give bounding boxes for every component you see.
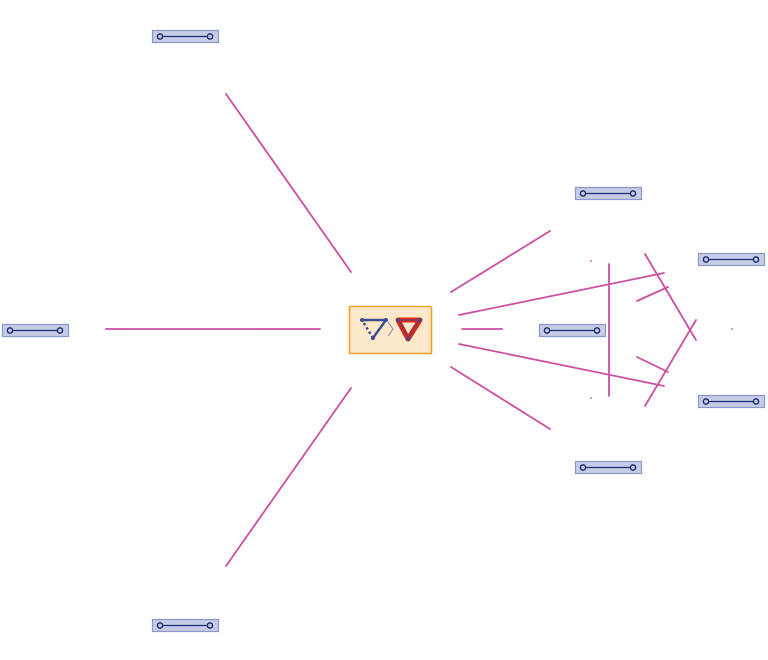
dots — [590, 260, 733, 399]
connector-line — [644, 319, 697, 407]
connector-line — [225, 93, 352, 273]
leaf-node[interactable] — [697, 252, 766, 267]
edge-segment-icon — [579, 464, 637, 471]
leaf-node[interactable] — [151, 29, 220, 44]
edges — [105, 93, 697, 567]
connector-line — [636, 286, 669, 302]
connector-line — [458, 272, 665, 316]
leaf-node[interactable] — [574, 460, 643, 475]
edge-segment-icon — [156, 33, 214, 40]
vertex-icon — [406, 337, 410, 341]
dot-marker — [590, 260, 592, 262]
center-node[interactable] — [348, 305, 433, 355]
vertex-icon — [418, 318, 422, 322]
leaf-node[interactable] — [697, 394, 766, 409]
connector-line — [458, 343, 665, 387]
edge-segment-icon — [543, 327, 601, 334]
vertex-icon — [360, 318, 364, 322]
edge-segment-icon — [702, 256, 760, 263]
center-node-box — [348, 305, 433, 355]
triangle-edge-icon — [360, 319, 375, 339]
connector-line — [225, 387, 352, 567]
leaf-node[interactable] — [538, 323, 607, 338]
dot-marker — [590, 397, 592, 399]
leaf-node[interactable] — [151, 618, 220, 633]
connector-line — [644, 253, 697, 341]
connector-line — [450, 366, 551, 430]
dot-marker — [731, 328, 733, 330]
leaf-node[interactable] — [1, 323, 70, 338]
edge-segment-icon — [156, 622, 214, 629]
thick-triangle-inner-icon — [398, 319, 420, 339]
graph-thickening-icon — [360, 317, 423, 342]
edge-segment-icon — [579, 190, 637, 197]
chevron-right-icon — [387, 321, 394, 337]
edge-segment-icon — [702, 398, 760, 405]
vertex-icon — [396, 318, 400, 322]
leaf-node[interactable] — [574, 186, 643, 201]
connector-line — [636, 356, 669, 373]
edge-segment-icon — [6, 327, 64, 334]
vertex-icon — [384, 318, 388, 322]
connector-line — [450, 230, 551, 293]
vertex-icon — [371, 336, 375, 340]
nodes — [1, 29, 766, 633]
